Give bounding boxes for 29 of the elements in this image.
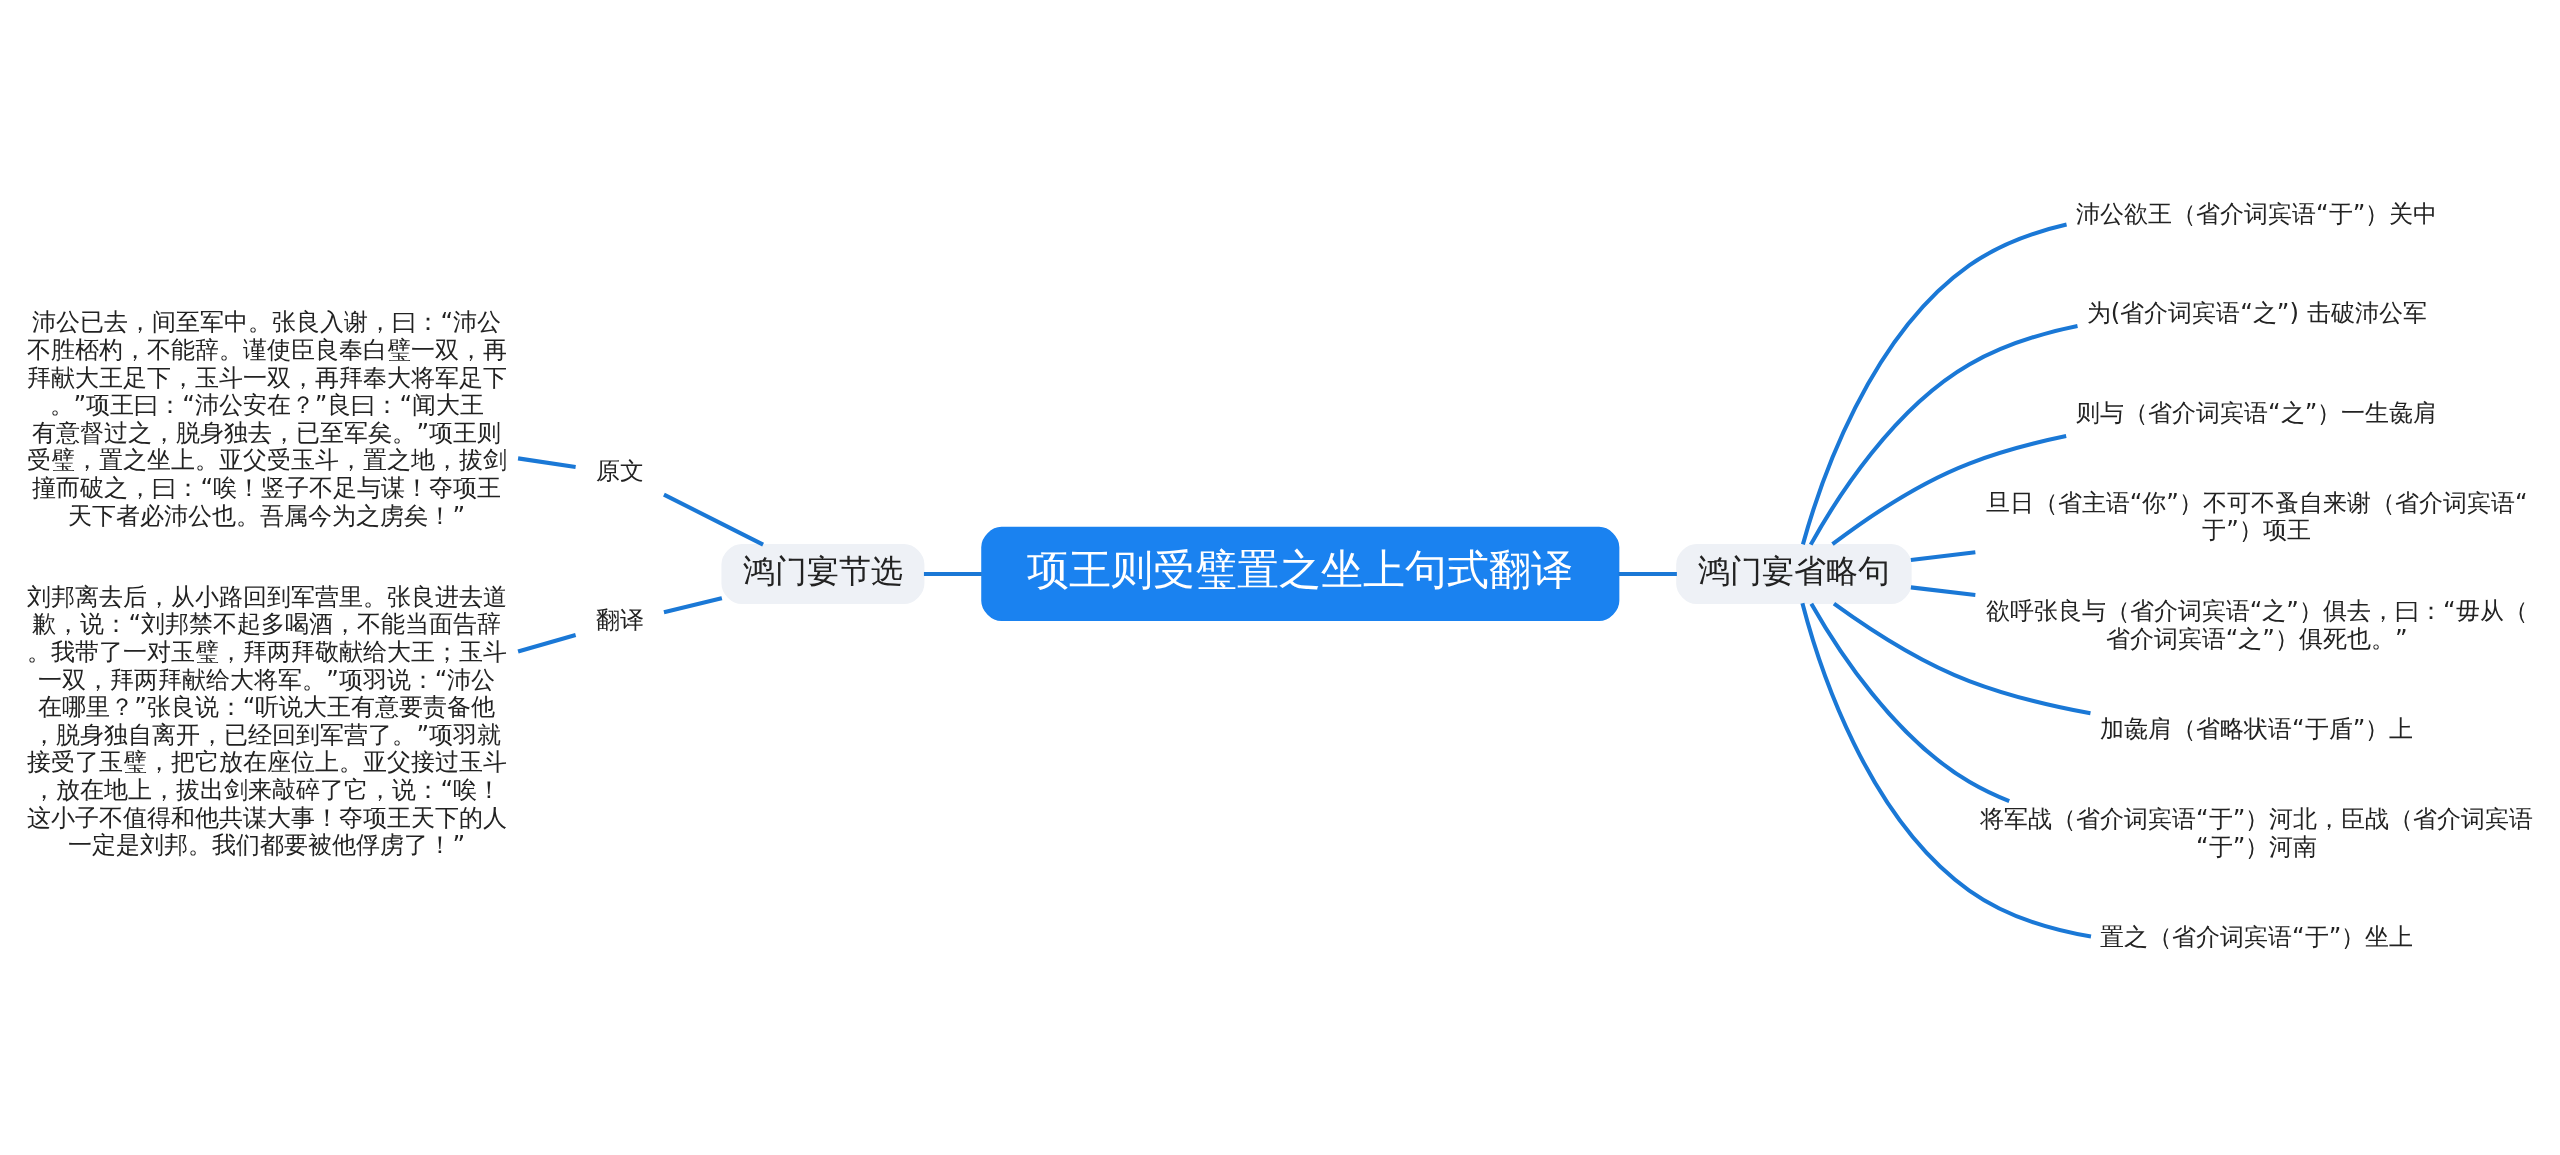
connector xyxy=(1809,323,2078,546)
node-text: 沛公已去，间至军中。张良入谢，曰：“沛公不胜桮杓，不能辞。谨使臣良奉白璧一双，再拜献大王足下，玉斗一双，再拜奉大将军足下。”项王曰：“沛公安在？”良曰：“闻大王有意督过之，脱身独去，已至军矣。”项王则受璧，置之坐上。亚父受玉斗，置之地，拔剑撞而破之，曰：“唉！竖子不足与谋！夺项王天下者必沛公也。吾属今为之虏矣！” xyxy=(26,306,507,530)
connector xyxy=(663,595,723,614)
node-box: 鸿门宴节选 xyxy=(721,543,925,604)
connector xyxy=(1809,602,2010,803)
node-text: 沛公欲王（省介词宾语“于”）关中 xyxy=(2076,198,2438,228)
node-text: 为(省介词宾语“之”) 击破沛公军 xyxy=(2086,297,2427,327)
node-text: 加彘肩（省略状语“于盾”）上 xyxy=(2100,713,2414,743)
connector xyxy=(517,632,577,653)
connector xyxy=(1800,222,2068,545)
node-text: 翻译 xyxy=(595,604,644,634)
connector xyxy=(1800,602,2092,939)
connector xyxy=(1618,571,1677,576)
connector xyxy=(1831,433,2067,546)
connector xyxy=(1910,584,1976,597)
connector xyxy=(1910,549,1976,562)
node-text: 刘邦离去后，从小路回到军营里。张良进去道歉，说：“刘邦禁不起多喝酒，不能当面告辞。我带了一对玉璧，拜两拜敬献给大王；玉斗一双，拜两拜献给大将军。”项羽说：“沛公在哪里？”张良说：“听说大王有意要责备他，脱身独自离开，已经回到军营了。”项羽就接受了玉璧，把它放在座位上。亚父接过玉斗，放在地上，拔出剑来敲碎了它，说：“唉！这小子不值得和他共谋大事！夺项王天下的人一定是刘邦。我们都要被他俘虏了！” xyxy=(26,581,507,859)
node-box: 项王则受璧置之坐上句式翻译 xyxy=(981,526,1620,621)
node-text: 则与（省介词宾语“之”）一生彘肩 xyxy=(2076,397,2438,426)
node-box: 鸿门宴省略句 xyxy=(1676,543,1912,604)
node-text: 置之（省介词宾语“于”）坐上 xyxy=(2100,921,2414,951)
connector xyxy=(663,492,764,546)
node-text: 将军战（省介词宾语“于”）河北，臣战（省介词宾语“于”）河南 xyxy=(1980,803,2534,861)
connector xyxy=(923,571,982,576)
node-text: 旦日（省主语“你”）不可不蚤自来谢（省介词宾语“于”）项王 xyxy=(1985,487,2528,544)
node-text: 原文 xyxy=(595,455,644,485)
connector xyxy=(517,455,576,469)
node-text: 欲呼张良与（省介词宾语“之”）俱去，曰：“毋从（省介词宾语“之”）俱死也。” xyxy=(1985,595,2528,653)
connector xyxy=(1832,601,2091,715)
